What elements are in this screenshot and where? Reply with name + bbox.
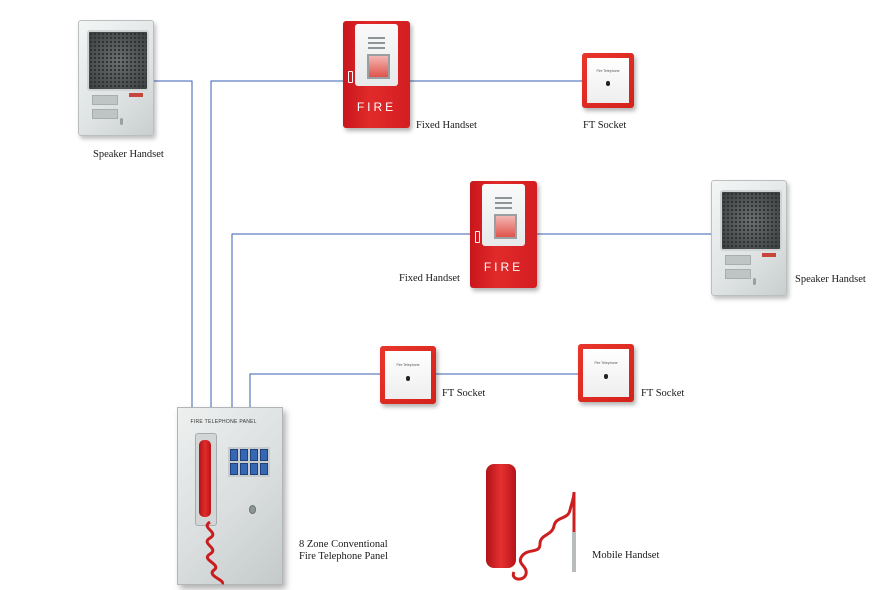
zone-key xyxy=(239,462,248,475)
handset-window xyxy=(494,213,517,240)
zone-key xyxy=(259,448,268,461)
latch-icon xyxy=(474,231,481,243)
socket-text: Fire Telephone xyxy=(594,360,618,365)
wire-speaker-top xyxy=(152,80,193,410)
fixed-handset-face xyxy=(355,24,398,87)
fire-telephone-panel-device: FIRE TELEPHONE PANEL xyxy=(177,407,283,585)
fixed-handset-mid-device: FIRE xyxy=(470,181,537,288)
ft-socket-bottom-right-device: Fire Telephone xyxy=(578,344,634,402)
wire-fixed-top xyxy=(210,80,345,410)
wire-fixed-mid xyxy=(231,233,470,410)
vent-icon xyxy=(367,41,386,44)
fixed-handset-top-device: FIRE xyxy=(343,21,410,128)
vent-icon xyxy=(494,196,513,199)
label-panel-line2: Fire Telephone Panel xyxy=(299,551,388,562)
speaker-grill-icon xyxy=(87,30,149,92)
speaker-display-slot xyxy=(725,268,751,279)
label-speaker-handset-right: Speaker Handset xyxy=(795,274,866,285)
socket-face: Fire Telephone xyxy=(385,351,431,399)
ft-socket-top-device: Fire Telephone xyxy=(582,53,634,108)
panel-cord-icon xyxy=(205,520,224,586)
vent-icon xyxy=(494,201,513,204)
jack-hole-icon xyxy=(405,375,411,381)
handset-window xyxy=(367,53,390,80)
socket-text: Fire Telephone xyxy=(596,68,620,73)
panel-title-text: FIRE TELEPHONE PANEL xyxy=(190,419,257,426)
speaker-knob xyxy=(752,277,756,285)
label-ft-socket-bottom-right: FT Socket xyxy=(641,388,685,399)
mobile-cord-icon xyxy=(511,491,576,581)
mobile-handset-device xyxy=(486,464,526,582)
panel-handset-icon xyxy=(198,439,212,518)
socket-text: Fire Telephone xyxy=(396,362,420,367)
speaker-grill-icon xyxy=(720,190,782,252)
vent-icon xyxy=(367,36,386,39)
jack-hole-icon xyxy=(603,373,609,379)
speaker-display-slot xyxy=(92,95,118,106)
speaker-brand-tag xyxy=(762,252,776,258)
socket-face: Fire Telephone xyxy=(586,57,630,104)
mobile-handset-body xyxy=(486,464,516,568)
zone-key xyxy=(249,448,258,461)
socket-face: Fire Telephone xyxy=(583,349,629,397)
jack-hole-icon xyxy=(605,81,611,86)
speaker-display-slot xyxy=(725,255,751,266)
zone-key xyxy=(249,462,258,475)
speaker-handset-right-device xyxy=(711,180,787,296)
zone-keypad xyxy=(227,446,270,477)
zone-key xyxy=(259,462,268,475)
speaker-knob xyxy=(119,117,123,125)
fixed-handset-face xyxy=(482,184,525,247)
label-panel-line1: 8 Zone Conventional xyxy=(299,539,388,550)
vent-icon xyxy=(494,206,513,209)
label-ft-socket-bottom-left: FT Socket xyxy=(442,388,486,399)
fire-text: FIRE xyxy=(483,260,524,275)
vent-icon xyxy=(367,46,386,49)
speaker-handset-top-device xyxy=(78,20,154,136)
speaker-brand-tag xyxy=(129,92,143,98)
label-speaker-handset-top: Speaker Handset xyxy=(93,149,164,160)
fire-text: FIRE xyxy=(356,100,397,115)
label-fixed-handset-top: Fixed Handset xyxy=(416,120,477,131)
label-mobile-handset: Mobile Handset xyxy=(592,550,660,561)
label-fixed-handset-mid: Fixed Handset xyxy=(399,273,460,284)
speaker-display-slot xyxy=(92,108,118,119)
zone-key xyxy=(239,448,248,461)
latch-icon xyxy=(347,71,354,83)
zone-key xyxy=(229,462,238,475)
wire-socket-bottom xyxy=(249,373,380,410)
ft-socket-bottom-left-device: Fire Telephone xyxy=(380,346,436,404)
label-ft-socket-top: FT Socket xyxy=(583,120,627,131)
zone-key xyxy=(229,448,238,461)
panel-lock-icon xyxy=(248,504,256,514)
